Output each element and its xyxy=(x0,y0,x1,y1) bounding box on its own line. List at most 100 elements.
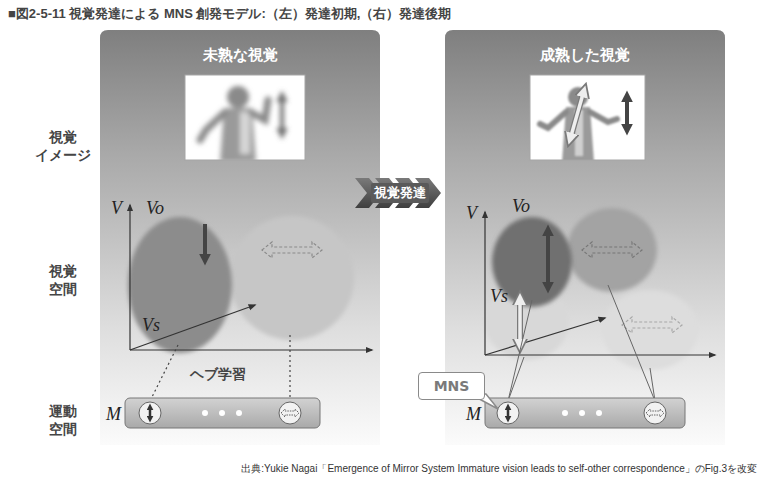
vector-label: Vo xyxy=(512,197,530,215)
label-slot: ヘブ学習 xyxy=(190,366,246,384)
visual-space-right-part xyxy=(518,302,522,342)
visual-space-right-part xyxy=(484,212,485,355)
visual-image-right-part-part-part xyxy=(590,112,617,122)
motor-bar-left-part xyxy=(279,402,301,424)
visual-image-left-part-part-part xyxy=(280,100,284,130)
vector-label: Vs xyxy=(490,287,508,305)
motor-bar-left-part xyxy=(125,398,320,428)
visual-image-right-part xyxy=(540,87,627,160)
label-slot: 運動 空間 xyxy=(48,402,78,438)
label-slot: Vo xyxy=(512,197,530,215)
visual-space-right-part xyxy=(508,357,524,401)
row-label: 視覚 イメージ xyxy=(33,128,93,164)
visual-image-right-part-part xyxy=(625,100,629,126)
learning-label: ヘブ学習 xyxy=(190,366,246,384)
label-slot: 視覚 イメージ xyxy=(33,128,93,164)
source-caption-slot: 出典:Yukie Nagai「Emergence of Mirror Syste… xyxy=(241,462,757,476)
motor-label: M xyxy=(466,405,481,423)
visual-image-right-part-part xyxy=(571,94,583,136)
vision-panel: 成熟した視覚 xyxy=(445,30,725,445)
visual-image-right xyxy=(530,75,645,162)
label-slot: Vo xyxy=(146,199,164,217)
panel-ground-part xyxy=(100,30,380,445)
visual-image-right-part-part xyxy=(571,94,583,136)
visual-space-left-part xyxy=(203,224,207,256)
row-label: 視覚 空間 xyxy=(48,262,78,298)
figure-title: ■図2-5-11 視覚発達による MNS 創発モデル:（左）発達初期,（右）発達… xyxy=(8,5,451,23)
visual-image-right-part-part xyxy=(540,87,617,160)
visual-space-left-part xyxy=(130,349,372,350)
motor-bar-right-part xyxy=(646,409,664,417)
visual-space-right-part xyxy=(546,234,550,284)
visual-space-right-part xyxy=(622,317,682,333)
label-slot: M xyxy=(106,405,121,423)
motor-bar-left-part xyxy=(281,409,299,417)
visual-space-left-part xyxy=(230,216,354,340)
motor-bar-left-part xyxy=(202,410,208,416)
visual-image-right-part xyxy=(530,75,645,160)
visual-image-left-part-part-part xyxy=(240,112,250,154)
axis-label: V xyxy=(466,204,477,222)
visual-image-left-part-part xyxy=(200,86,282,160)
motor-bar-right-part xyxy=(562,410,568,416)
visual-space-right-part xyxy=(508,300,532,401)
visual-space-right-part xyxy=(517,302,523,342)
motor-bar-left-part xyxy=(139,402,161,424)
motor-bar-left xyxy=(125,398,320,428)
label-slot: V xyxy=(111,199,122,217)
panel-ground-part xyxy=(445,30,725,445)
visual-space-left-part xyxy=(129,205,130,350)
motor-bar-left-part xyxy=(236,410,242,416)
motor-bar-right-part xyxy=(579,410,585,416)
visual-space-left-part xyxy=(262,242,322,258)
visual-image-left-part-part-part xyxy=(200,113,224,140)
label-slot: 視覚 空間 xyxy=(48,262,78,298)
label-slot: M xyxy=(466,405,481,423)
panel-heading: 未熟な視覚 xyxy=(100,30,380,65)
motor-bar-right xyxy=(485,398,685,428)
motor-bar-right-part xyxy=(485,398,685,428)
label-slot: Vs xyxy=(490,287,508,305)
visual-image-left xyxy=(185,75,305,162)
label-slot: Vs xyxy=(142,316,160,334)
visual-space-left-part xyxy=(150,345,178,401)
visual-space-right xyxy=(485,208,715,401)
visual-space-right-part xyxy=(650,368,655,401)
visual-space-right-part xyxy=(582,242,642,258)
visual-image-right-part-part-part xyxy=(540,112,566,128)
progress-label: 視覚発達 xyxy=(371,183,429,203)
vision-panel: 未熟な視覚 xyxy=(100,30,380,445)
source-caption: 出典:Yukie Nagai「Emergence of Mirror Syste… xyxy=(241,462,757,476)
vector-label: Vs xyxy=(142,316,160,334)
visual-image-left-part xyxy=(185,75,305,160)
motor-bar-left-part xyxy=(219,410,225,416)
motor-bar-left-part xyxy=(149,409,152,417)
visual-image-left-part-part-part xyxy=(227,86,249,108)
motor-bar-right-part xyxy=(596,410,602,416)
axis-label: V xyxy=(111,199,122,217)
visual-image-left-part xyxy=(185,75,305,160)
vector-label: Vo xyxy=(146,199,164,217)
visual-space-right-part xyxy=(602,290,698,370)
motor-bar-right-part xyxy=(644,402,666,424)
motor-bar-right-part xyxy=(497,402,519,424)
motor-bar-right-part xyxy=(507,409,510,417)
visual-image-left-part xyxy=(200,86,282,160)
progress-chevron: 視覚発達 xyxy=(355,178,445,208)
visual-space-right-part xyxy=(567,208,657,292)
visual-image-left-part-part-part xyxy=(252,100,268,120)
panel-ground xyxy=(100,30,725,445)
visual-space-right-part xyxy=(485,318,605,355)
row-label: 運動 空間 xyxy=(48,402,78,438)
callout-box: MNS xyxy=(418,372,485,400)
visual-space-left-part xyxy=(289,335,290,401)
callout-text: MNS xyxy=(434,378,470,395)
figure-title-slot: ■図2-5-11 視覚発達による MNS 創発モデル:（左）発達初期,（右）発達… xyxy=(8,5,451,23)
visual-space-left-part xyxy=(130,305,255,350)
visual-space-right-part xyxy=(608,285,655,401)
panel-heading: 成熟した視覚 xyxy=(445,30,725,65)
visual-space-left xyxy=(128,205,372,401)
label-slot: V xyxy=(466,204,477,222)
motor-label: M xyxy=(106,405,121,423)
